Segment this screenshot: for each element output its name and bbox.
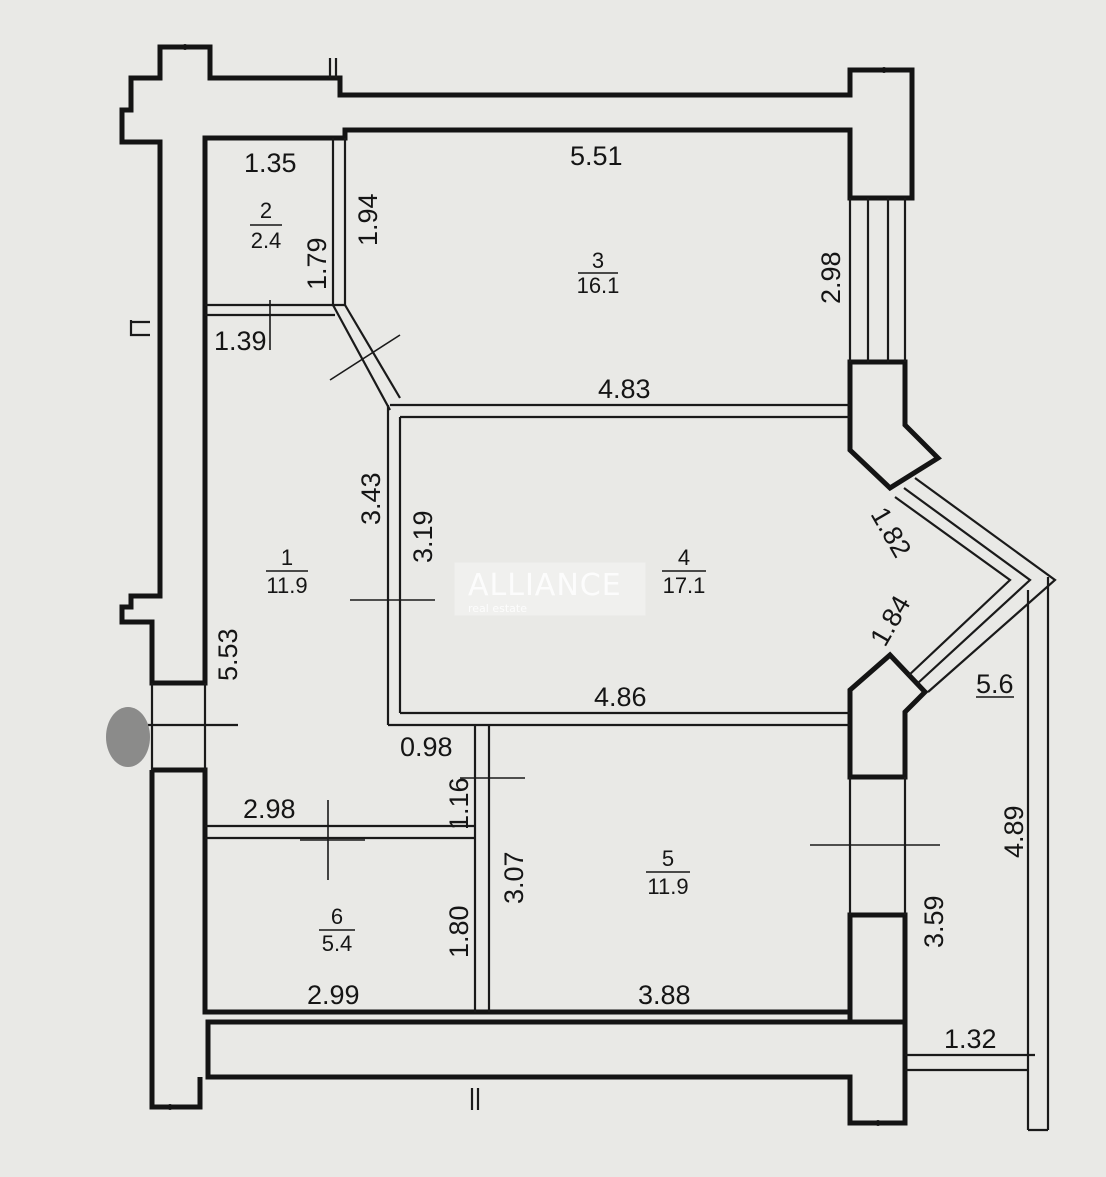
dim-1-80: 1.80	[444, 905, 474, 958]
interior-walls	[205, 138, 940, 1012]
room-6-label: 6 5.4	[319, 904, 355, 956]
room-area: 17.1	[663, 573, 706, 598]
dim-1-82: 1.82	[865, 502, 917, 563]
room-4-label: 4 17.1	[662, 545, 706, 598]
room-number: 5	[662, 846, 674, 871]
room-number: 3	[592, 248, 604, 273]
watermark-logo: ALLIANCE real estate	[454, 562, 646, 616]
dim-1-94: 1.94	[353, 193, 383, 246]
room-area: 11.9	[647, 874, 688, 899]
dim-1-79: 1.79	[302, 237, 332, 290]
dim-1-32: 1.32	[944, 1024, 997, 1054]
dim-3-59: 3.59	[919, 895, 949, 948]
dim-5-6: 5.6	[976, 669, 1014, 699]
dim-2-98: 2.98	[243, 794, 296, 824]
room-2-label: 2 2.4	[250, 198, 282, 253]
room-number: 1	[281, 545, 293, 570]
room-area: 2.4	[251, 228, 282, 253]
dim-4-86: 4.86	[594, 682, 647, 712]
dimension-labels: 1.35 5.51 1.94 1.79 2.98 1.39 4.83 3.43 …	[213, 141, 1029, 1054]
dim-1-39: 1.39	[214, 326, 267, 356]
room-number: 2	[260, 198, 272, 223]
room-labels: 2 2.4 3 16.1 1 11.9 4 17.1 5 11.9 6 5.4	[250, 198, 706, 956]
dim-3-07: 3.07	[499, 851, 529, 904]
dim-2-98-window: 2.98	[816, 251, 846, 304]
dim-3-19: 3.19	[408, 510, 438, 563]
dim-4-89: 4.89	[999, 805, 1029, 858]
room-area: 5.4	[322, 931, 353, 956]
room-number: 6	[331, 904, 343, 929]
ink-smudge	[106, 707, 150, 767]
dim-3-43: 3.43	[356, 472, 386, 525]
dim-3-88: 3.88	[638, 980, 691, 1010]
dim-2-99: 2.99	[307, 980, 360, 1010]
room-1-label: 1 11.9	[266, 545, 308, 598]
dim-1-35: 1.35	[244, 148, 297, 178]
watermark-brand: ALLIANCE	[468, 568, 622, 603]
room-number: 4	[678, 545, 690, 570]
room-5-label: 5 11.9	[646, 846, 690, 899]
room-area: 11.9	[266, 573, 307, 598]
watermark-tagline: real estate	[468, 602, 527, 615]
dim-5-53: 5.53	[213, 628, 243, 681]
room-3-label: 3 16.1	[577, 248, 620, 298]
dim-1-84: 1.84	[864, 590, 916, 651]
dim-1-16: 1.16	[444, 777, 474, 830]
outer-walls	[119, 44, 1057, 1132]
room-area: 16.1	[577, 273, 620, 298]
dim-5-51: 5.51	[570, 141, 623, 171]
dim-4-83: 4.83	[598, 374, 651, 404]
dim-0-98: 0.98	[400, 732, 453, 762]
